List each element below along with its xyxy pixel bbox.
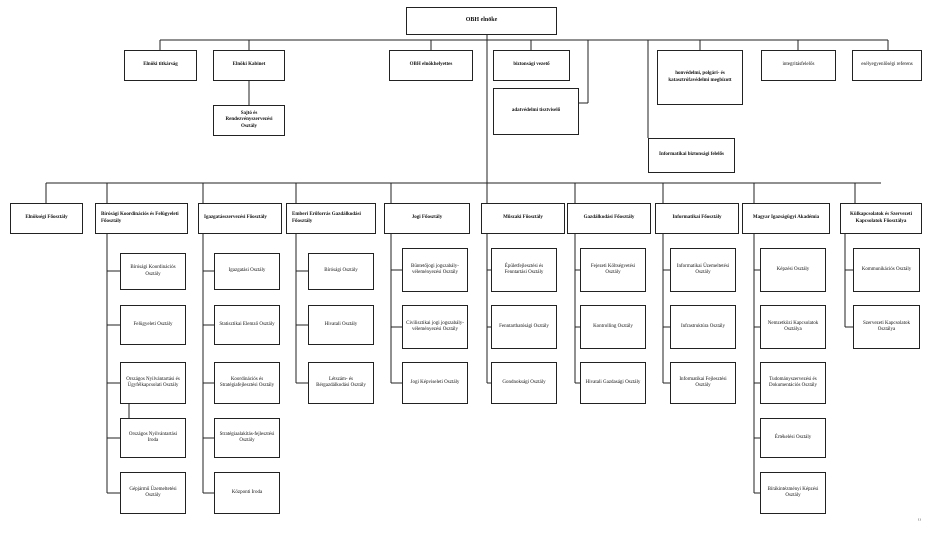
- department-elnoksegi: Elnökségi Főosztály: [10, 203, 83, 234]
- unit-box: Épületfejlesztési és Fenntartási Osztály: [491, 248, 557, 292]
- unit-box: Gondnoksági Osztály: [491, 362, 557, 404]
- unit-box: Felügyeleti Osztály: [120, 305, 186, 345]
- elnoki-titkarsag-box: Elnöki titkárság: [124, 50, 197, 81]
- department-jogi: Jogi Főosztály: [384, 203, 470, 234]
- department-birosagi-koordinacios: Bírósági Koordinációs és Felügyeleti Főo…: [95, 203, 188, 234]
- unit-box: Értékelési Osztály: [760, 418, 826, 458]
- eselyegyenlosegi-box: esélyegyenlőségi referens: [852, 50, 922, 81]
- unit-box: Jogi Képviseleti Osztály: [402, 362, 468, 404]
- unit-box: Központi Iroda: [214, 472, 280, 514]
- elnokhelyettes-box: OBH elnökhelyettes: [389, 50, 473, 81]
- unit-box: Statisztikai Elemző Osztály: [214, 305, 280, 345]
- honvedelmi-box: honvédelmi, polgári- és katasztrófavédel…: [657, 50, 743, 105]
- unit-box: Fenntarthatósági Osztály: [491, 305, 557, 349]
- unit-box: Gépjármű Üzemeltetési Osztály: [120, 472, 186, 514]
- unit-box: Infrastruktúra Osztály: [670, 305, 736, 349]
- page-footnote: ¹¹: [918, 519, 921, 524]
- unit-box: Civilisztikai jogi jogszabály-véleményez…: [402, 305, 468, 349]
- department-muszaki: Műszaki Főosztály: [481, 203, 565, 234]
- informatikai-biztonsagi-box: Informatikai biztonsági felelős: [648, 138, 735, 173]
- unit-box: Létszám- és Bérgazdálkodási Osztály: [308, 362, 374, 404]
- department-gazdalkodasi: Gazdálkodási Főosztály: [567, 203, 651, 234]
- department-kulkapcsolatok: Külkapcsolatok és Szervezeti Kapcsolatok…: [840, 203, 922, 234]
- unit-box: Kommunikációs Osztály: [853, 248, 920, 292]
- unit-box: Informatikai Fejlesztési Osztály: [670, 362, 736, 404]
- department-informatikai: Informatikai Főosztály: [655, 203, 739, 234]
- unit-box: Képzési Osztály: [760, 248, 826, 292]
- unit-box: Bírósági Osztály: [308, 253, 374, 290]
- unit-box: Szervezeti Kapcsolatok Osztálya: [853, 305, 920, 349]
- root-box: OBH elnöke: [406, 7, 557, 35]
- unit-box: Stratégiaalakítás-fejlesztési Osztály: [214, 418, 280, 458]
- elnoki-kabinet-box: Elnöki Kabinet: [213, 50, 285, 81]
- unit-box: Bírákintézményi Képzési Osztály: [760, 472, 826, 514]
- unit-box: Koordinációs és Stratégiafejlesztési Osz…: [214, 362, 280, 404]
- unit-box: Tudományszervezési és Dokumentációs Oszt…: [760, 362, 826, 404]
- adatvedelmi-box: adatvédelmi tisztviselő: [493, 88, 579, 135]
- unit-box: Országos Nyilvántartási és Ügyfélkapcsol…: [120, 362, 186, 404]
- unit-box: Bírósági Koordinációs Osztály: [120, 253, 186, 290]
- unit-box: Nemzetközi Kapcsolatok Osztálya: [760, 305, 826, 349]
- integritasfelelos-box: integritásfelelős: [761, 50, 836, 81]
- unit-box: Fejezeti Költségvetési Osztály: [580, 248, 646, 292]
- unit-box: Országos Nyilvántartási Iroda: [120, 418, 186, 458]
- unit-box: Kontrolling Osztály: [580, 305, 646, 349]
- unit-box: Büntetőjogi jogszabály-véleményezési Osz…: [402, 248, 468, 292]
- unit-box: Informatikai Üzemeltetési Osztály: [670, 248, 736, 292]
- department-igazgatasszervezesi: Igazgatásszervezési Főosztály: [198, 203, 282, 234]
- department-igazsagugyi-akademia: Magyar Igazságügyi Akadémia: [742, 203, 830, 234]
- biztonsagi-vezeto-box: biztonsági vezető: [493, 50, 570, 81]
- department-emberi-eroforras: Emberi Erőforrás Gazdálkodási Főosztály: [286, 203, 376, 234]
- sajto-box: Sajtó és Rendezvényszervezési Osztály: [213, 105, 285, 136]
- unit-box: Hivatali Gazdasági Osztály: [580, 362, 646, 404]
- unit-box: Hivatali Osztály: [308, 305, 374, 345]
- unit-box: Igazgatási Osztály: [214, 253, 280, 290]
